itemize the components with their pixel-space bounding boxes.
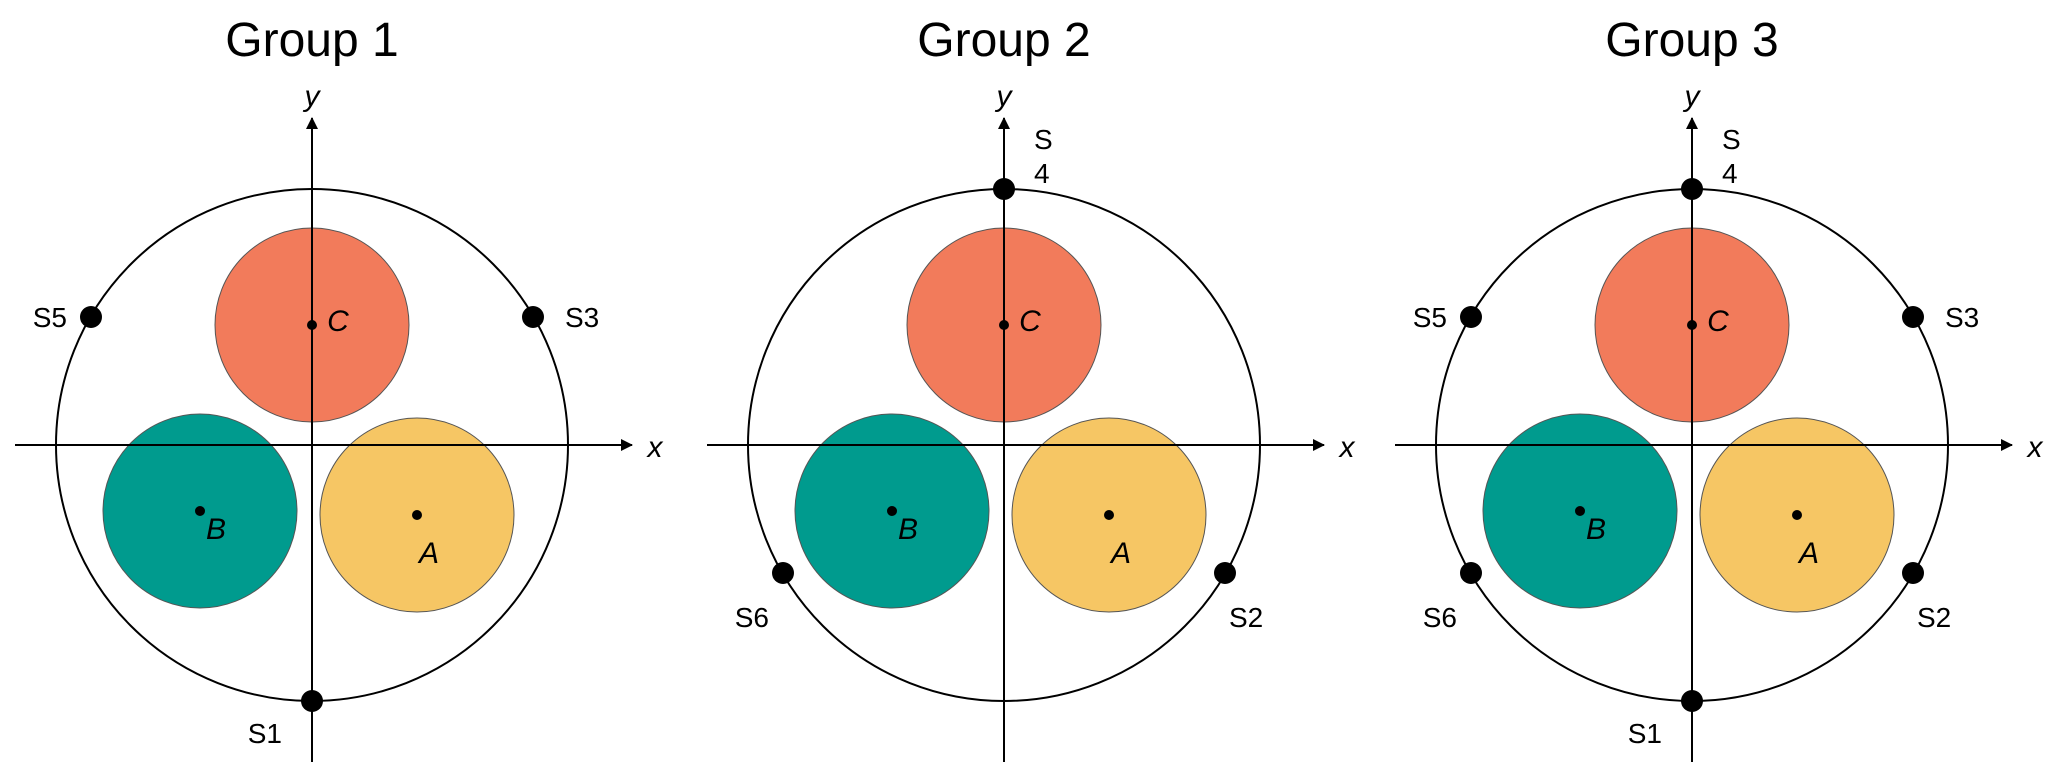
conductor-c-center-dot: [307, 320, 317, 330]
sensor-s2-label: S2: [1229, 602, 1263, 633]
conductor-a-label: A: [1109, 537, 1131, 570]
conductor-b-label: B: [206, 513, 226, 546]
y-axis-label: y: [1683, 80, 1702, 113]
sensor-s3-marker: [522, 306, 544, 328]
sensor-s1-marker: [1681, 690, 1703, 712]
conductor-c-label: C: [1019, 305, 1041, 338]
sensor-s1-marker: [301, 690, 323, 712]
x-axis-label: x: [2026, 431, 2044, 464]
sensor-s2-marker: [1902, 562, 1924, 584]
sensor-s1-label: S1: [248, 718, 282, 749]
group-title: Group 1: [225, 14, 398, 67]
conductor-b-center-dot: [195, 506, 205, 516]
sensor-s2-label: S2: [1917, 602, 1951, 633]
conductor-a-center-dot: [1104, 510, 1114, 520]
conductor-b-center-dot: [1575, 506, 1585, 516]
sensor-s6-marker: [1460, 562, 1482, 584]
sensor-s6-label: S6: [735, 602, 769, 633]
conductor-c-center-dot: [999, 320, 1009, 330]
y-axis-label: y: [303, 80, 322, 113]
sensor-s5-marker: [1460, 306, 1482, 328]
conductor-c-label: C: [1707, 305, 1729, 338]
group-1-diagram: Group 1 x yA B C S1 S3 S5: [15, 14, 664, 762]
sensor-s6-label: S6: [1423, 602, 1457, 633]
sensor-s1-label: S1: [1628, 718, 1662, 749]
sensor-s3-marker: [1902, 306, 1924, 328]
conductor-b-label: B: [1586, 513, 1606, 546]
conductor-a-label: A: [417, 537, 439, 570]
conductor-c-center-dot: [1687, 320, 1697, 330]
conductor-b-label: B: [898, 513, 918, 546]
sensor-s5-label: S5: [33, 302, 67, 333]
group-title: Group 2: [917, 14, 1090, 67]
sensor-s5-marker: [80, 306, 102, 328]
conductor-a-center-dot: [1792, 510, 1802, 520]
conductor-c-label: C: [327, 305, 349, 338]
x-axis-label: x: [646, 431, 664, 464]
sensor-s5-label: S5: [1413, 302, 1447, 333]
sensor-s6-marker: [772, 562, 794, 584]
group-title: Group 3: [1605, 14, 1778, 67]
conductor-b-center-dot: [887, 506, 897, 516]
y-axis-label: y: [995, 80, 1014, 113]
sensor-s2-marker: [1214, 562, 1236, 584]
sensor-s4-marker: [993, 178, 1015, 200]
sensor-s3-label: S3: [565, 302, 599, 333]
sensor-s4-marker: [1681, 178, 1703, 200]
conductor-a-label: A: [1797, 537, 1819, 570]
conductor-a-center-dot: [412, 510, 422, 520]
sensor-s3-label: S3: [1945, 302, 1979, 333]
x-axis-label: x: [1338, 431, 1356, 464]
